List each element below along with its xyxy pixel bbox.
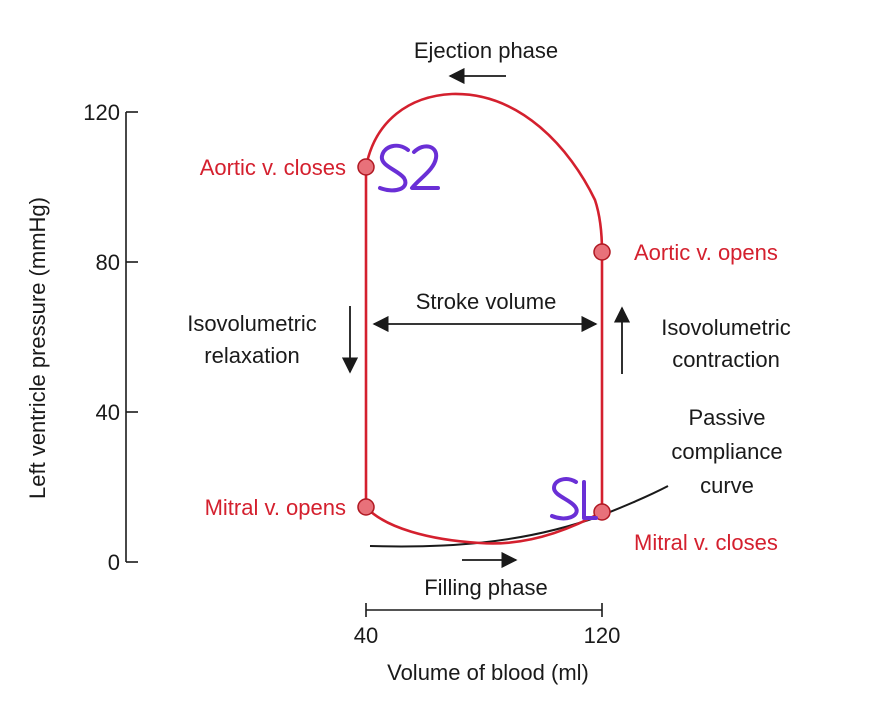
s1-annotation: S1: [550, 477, 598, 521]
aortic-closes-label: Aortic v. closes: [200, 155, 346, 180]
s2-text: S2: [410, 194, 412, 196]
x-axis-label: Volume of blood (ml): [387, 660, 589, 685]
pv-loop: [364, 92, 604, 545]
y-tick-40: 40: [96, 400, 120, 425]
y-tick-0: 0: [108, 550, 120, 575]
aortic-opens-marker: [593, 243, 611, 261]
ejection-phase-label: Ejection phase: [414, 38, 558, 63]
y-tick-80: 80: [96, 250, 120, 275]
s1-text: S1: [575, 519, 577, 521]
mitral-opens-label: Mitral v. opens: [205, 495, 346, 520]
passive-label-line2: compliance: [671, 439, 782, 464]
y-tick-120: 120: [83, 100, 120, 125]
stroke-volume-label: Stroke volume: [416, 289, 557, 314]
mitral-closes-label: Mitral v. closes: [634, 530, 778, 555]
iso-contraction-label-line1: Isovolumetric: [661, 315, 791, 340]
iso-relaxation-label-line1: Isovolumetric: [187, 311, 317, 336]
passive-label-line1: Passive: [688, 405, 765, 430]
filling-phase-label: Filling phase: [424, 575, 548, 600]
mitral-closes-marker: [593, 503, 611, 521]
y-axis-label: Left ventricle pressure (mmHg): [25, 197, 50, 499]
passive-compliance-curve: [369, 485, 669, 548]
mitral-opens-marker: [357, 498, 375, 516]
aortic-closes-marker: [357, 158, 375, 176]
x-axis: 40 120 Volume of blood (ml): [354, 603, 621, 685]
x-tick-120: 120: [584, 623, 621, 648]
passive-label-line3: curve: [700, 473, 754, 498]
s2-annotation: S2: [378, 143, 440, 196]
iso-contraction-label-line2: contraction: [672, 347, 780, 372]
aortic-opens-label: Aortic v. opens: [634, 240, 778, 265]
iso-relaxation-label-line2: relaxation: [204, 343, 299, 368]
y-axis: 120 80 40 0 Left ventricle pressure (mmH…: [25, 100, 138, 575]
x-tick-40: 40: [354, 623, 378, 648]
